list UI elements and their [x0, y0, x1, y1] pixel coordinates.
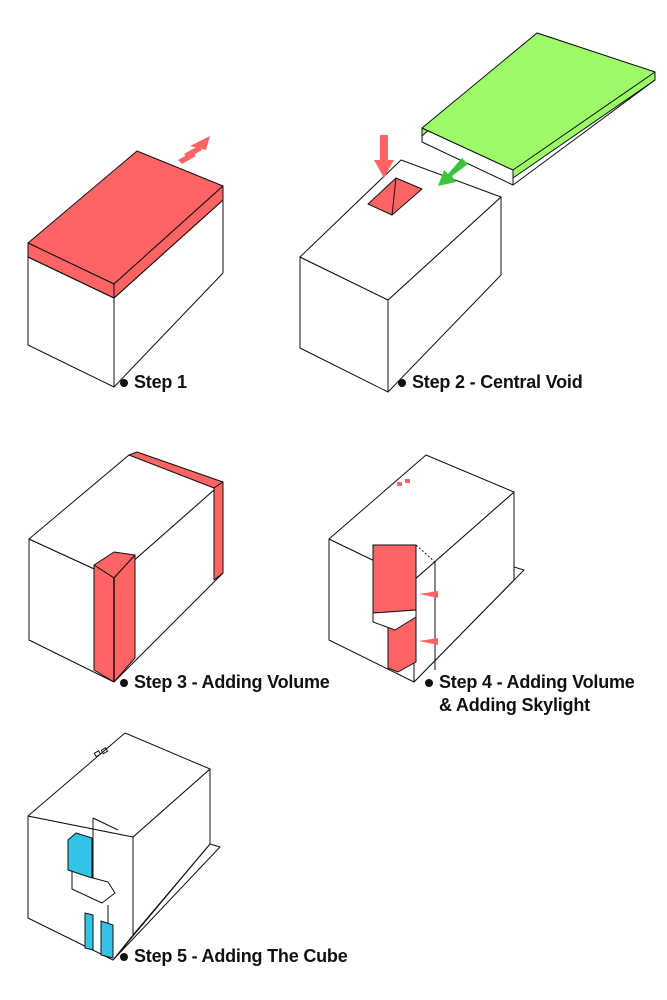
- lift-arrow-icon: [178, 136, 210, 164]
- down-arrow-icon: [374, 135, 394, 178]
- step-1-label: Step 1: [120, 372, 187, 393]
- side-arrow-icon: [419, 591, 438, 645]
- step-5-label: Step 5 - Adding The Cube: [120, 946, 348, 967]
- step-1-box: [27, 136, 224, 388]
- green-slab: [421, 32, 656, 186]
- step-5-box: [27, 732, 221, 961]
- bullet-icon: [425, 679, 433, 688]
- cube-panel-lower-left: [84, 912, 94, 951]
- step-2-box: [299, 32, 656, 393]
- void-ledge: [372, 609, 417, 631]
- cube-panel-lower-right: [100, 920, 114, 959]
- bullet-icon: [120, 679, 128, 688]
- green-arrow-icon: [438, 158, 468, 186]
- bullet-icon: [120, 379, 128, 388]
- bullet-icon: [120, 953, 128, 962]
- step-4-label-line2: & Adding Skylight: [439, 695, 590, 715]
- step-4-box: [328, 454, 525, 683]
- step-2-label: Step 2 - Central Void: [398, 372, 583, 393]
- vertical-void-upper: [372, 544, 417, 614]
- step-3-box: [28, 451, 224, 683]
- skylight-icon: [397, 479, 410, 486]
- side-strip: [213, 481, 224, 581]
- bullet-icon: [398, 379, 406, 388]
- step-4-label: Step 4 - Adding Volume: [425, 672, 635, 693]
- cube-panel-upper: [67, 832, 93, 879]
- step-3-label: Step 3 - Adding Volume: [120, 672, 330, 693]
